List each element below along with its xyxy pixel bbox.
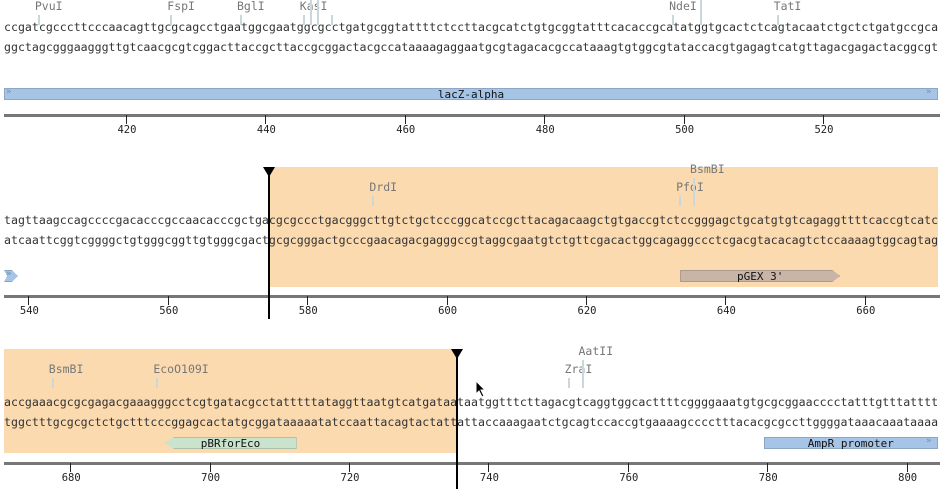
selection-start-cursor[interactable] bbox=[267, 167, 270, 319]
ruler-tick-label: 520 bbox=[814, 124, 834, 136]
ruler-tick-label: 540 bbox=[19, 305, 39, 317]
ruler-tick bbox=[488, 463, 490, 472]
ruler-line bbox=[4, 114, 940, 117]
feature-pgex-3-[interactable]: pGEX 3' bbox=[680, 270, 840, 282]
ruler-tick bbox=[906, 463, 908, 472]
feature-ampr-promoter[interactable]: AmpR promoter bbox=[763, 437, 938, 450]
continuation-left-icon: » bbox=[6, 269, 12, 279]
ruler-tick-label: 780 bbox=[758, 472, 778, 484]
ruler-tick-label: 740 bbox=[479, 472, 499, 484]
selection-highlight bbox=[268, 167, 938, 287]
bottom-strand-sequence[interactable]: atcaattcggtcggggctgtgggcggttgtgggcgactgc… bbox=[4, 233, 939, 247]
ruler-tick-label: 420 bbox=[117, 124, 137, 136]
ruler-tick-label: 640 bbox=[716, 305, 736, 317]
selection-start-handle[interactable] bbox=[262, 167, 275, 177]
enzyme-cut-marker bbox=[51, 378, 54, 388]
ruler-tick-label: 800 bbox=[898, 472, 918, 484]
ruler-tick bbox=[70, 463, 72, 472]
ruler-tick-label: 600 bbox=[438, 305, 458, 317]
enzyme-cut-marker bbox=[776, 15, 779, 25]
ruler-tick bbox=[585, 296, 587, 305]
enzyme-label-bsmbi[interactable]: BsmBI bbox=[48, 362, 84, 376]
ruler-tick bbox=[544, 115, 546, 124]
selection-highlight bbox=[4, 349, 458, 453]
ruler-tick bbox=[167, 296, 169, 305]
ruler-tick bbox=[265, 115, 267, 124]
ruler-tick-label: 500 bbox=[675, 124, 695, 136]
selection-end-handle[interactable] bbox=[451, 349, 464, 359]
enzyme-label-fspi[interactable]: FspI bbox=[167, 0, 195, 13]
enzyme-cut-marker bbox=[37, 15, 40, 25]
top-strand-sequence[interactable]: accgaaacgcgcgagacgaaagggcctcgtgatacgccta… bbox=[4, 395, 939, 409]
ruler-tick bbox=[209, 463, 211, 472]
top-strand-sequence[interactable]: tagttaagccagccccgacacccgccaacacccgctgacg… bbox=[4, 213, 939, 227]
ruler-tick bbox=[627, 463, 629, 472]
enzyme-cut-marker bbox=[672, 15, 675, 25]
ruler-tick-label: 560 bbox=[159, 305, 179, 317]
enzyme-label-drdi[interactable]: DrdI bbox=[369, 180, 398, 194]
enzyme-cut-marker bbox=[316, 0, 319, 25]
top-strand-sequence[interactable]: ccgatcgcccttcccaacagttgcgcagcctgaatggcga… bbox=[4, 20, 939, 34]
ruler-tick bbox=[767, 463, 769, 472]
ruler-tick-label: 700 bbox=[201, 472, 221, 484]
ruler-tick-label: 760 bbox=[619, 472, 639, 484]
ruler-tick bbox=[822, 115, 824, 124]
ruler-tick bbox=[28, 296, 30, 305]
ruler-tick bbox=[307, 296, 309, 305]
enzyme-cut-marker bbox=[700, 0, 702, 25]
continuation-right-icon: » bbox=[925, 87, 932, 97]
feature-lacz-alpha[interactable]: lacZ-alpha bbox=[4, 88, 938, 101]
continuation-right-icon: » bbox=[925, 436, 932, 446]
ruler-tick-label: 720 bbox=[340, 472, 360, 484]
ruler-tick-label: 680 bbox=[61, 472, 81, 484]
ruler-tick-label: 480 bbox=[535, 124, 555, 136]
ruler-tick-label: 460 bbox=[396, 124, 416, 136]
ruler-tick bbox=[404, 115, 406, 124]
enzyme-cut-marker bbox=[372, 196, 375, 206]
enzyme-cut-marker bbox=[156, 378, 159, 388]
ruler-tick bbox=[349, 463, 350, 472]
enzyme-label-pvui[interactable]: PvuI bbox=[34, 0, 63, 13]
ruler-tick bbox=[864, 296, 866, 305]
bottom-strand-sequence[interactable]: tggctttgcgcgctctgctttcccggagcactatgcggat… bbox=[4, 415, 939, 429]
enzyme-label-bsmbi[interactable]: BsmBI bbox=[690, 162, 725, 176]
bottom-strand-sequence[interactable]: ggctagcgggaagggttgtcaacgcgtcggacttaccgct… bbox=[4, 40, 939, 54]
ruler-tick bbox=[683, 115, 685, 124]
ruler-line bbox=[4, 295, 940, 298]
ruler-tick-label: 580 bbox=[298, 305, 318, 317]
enzyme-cut-marker bbox=[693, 178, 696, 206]
enzyme-label-kasi[interactable]: KasI bbox=[299, 0, 328, 13]
enzyme-cut-marker bbox=[302, 15, 305, 25]
enzyme-cut-marker bbox=[581, 360, 584, 388]
ruler-tick bbox=[725, 296, 727, 305]
enzyme-cut-marker bbox=[239, 15, 242, 25]
ruler-tick-label: 440 bbox=[256, 124, 276, 136]
feature-pbrforeco[interactable]: pBRforEco bbox=[164, 437, 297, 449]
enzyme-label-aatii[interactable]: AatII bbox=[578, 344, 614, 358]
ruler-tick bbox=[446, 296, 448, 305]
ruler-line bbox=[4, 462, 940, 465]
mouse-cursor-icon bbox=[475, 380, 487, 398]
enzyme-label-tati[interactable]: TatI bbox=[773, 0, 802, 13]
enzyme-label-ecoo109i[interactable]: EcoO109I bbox=[153, 362, 209, 376]
ruler-tick-label: 620 bbox=[577, 305, 597, 317]
ruler-tick bbox=[125, 115, 127, 124]
enzyme-cut-marker bbox=[330, 15, 333, 25]
enzyme-label-zrai[interactable]: ZraI bbox=[564, 362, 593, 376]
enzyme-label-ndei[interactable]: NdeI bbox=[669, 0, 697, 13]
enzyme-label-bgli[interactable]: BglI bbox=[236, 0, 265, 13]
selection-end-cursor[interactable] bbox=[456, 349, 459, 489]
enzyme-cut-marker bbox=[170, 15, 173, 25]
enzyme-cut-marker bbox=[567, 378, 570, 388]
continuation-left-icon: » bbox=[6, 87, 12, 97]
enzyme-label-pfoi[interactable]: PfoI bbox=[676, 180, 704, 194]
enzyme-cut-marker bbox=[309, 0, 312, 25]
ruler-tick-label: 660 bbox=[856, 305, 876, 317]
enzyme-cut-marker bbox=[679, 196, 682, 206]
